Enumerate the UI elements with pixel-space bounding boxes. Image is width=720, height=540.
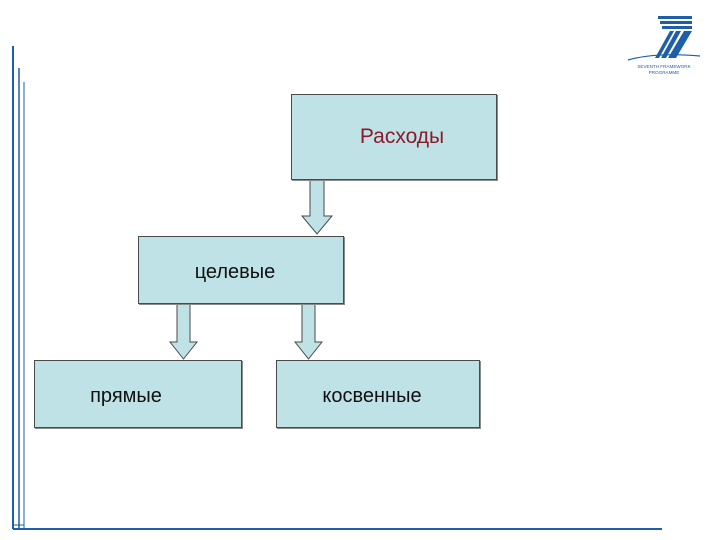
fp7-logo-line1: SEVENTH FRAMEWORK <box>637 64 691 69</box>
arrow-middle-to-right <box>293 303 324 360</box>
node-targeted: целевые <box>138 236 344 304</box>
fp7-logo: SEVENTH FRAMEWORK PROGRAMME <box>627 16 701 75</box>
node-targeted-label: целевые <box>194 260 276 283</box>
node-direct: прямые <box>34 360 242 428</box>
node-indirect-label: косвенные <box>322 384 422 407</box>
arrow-root-to-middle <box>300 179 334 235</box>
node-indirect: косвенные <box>276 360 480 428</box>
node-direct-label: прямые <box>90 384 162 407</box>
fp7-logo-line2: PROGRAMME <box>649 70 680 75</box>
arrow-middle-to-left <box>168 303 199 360</box>
node-expenses: Расходы <box>291 94 497 180</box>
node-expenses-label: Расходы <box>359 125 445 148</box>
